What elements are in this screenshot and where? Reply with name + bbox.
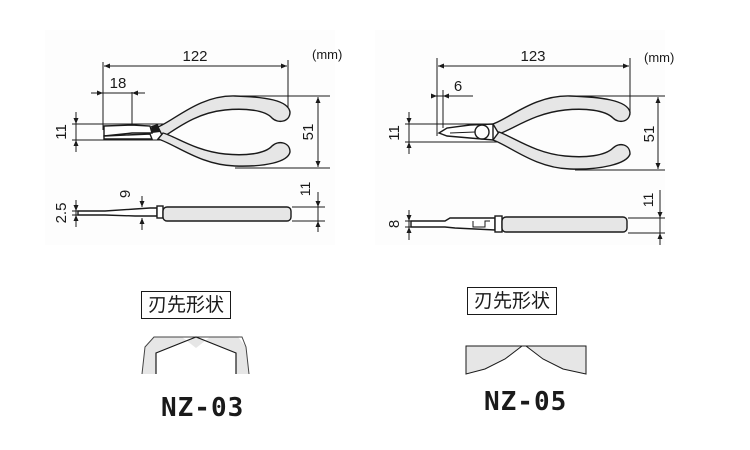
nz03-technical-drawing: 122 (mm) 18 11 51 2.5: [45, 30, 342, 245]
overall-length-value: 123: [520, 48, 545, 65]
tip-height-dimension: 11: [386, 112, 500, 154]
unit-label: (mm): [644, 50, 674, 65]
unit-label: (mm): [312, 47, 342, 62]
tip-length-value: 6: [454, 78, 462, 95]
nz03-pliers-side-view: 2.5 9 11: [53, 182, 325, 232]
tip-length-dimension: 18: [91, 75, 145, 124]
tip-height-value: 11: [53, 124, 70, 140]
nz05-tip-shape: [465, 345, 587, 375]
nz05-pliers-side-view: 8 11: [386, 190, 665, 245]
nz03-tip-shape: [141, 336, 250, 375]
overall-length-dimension: 122: [102, 48, 289, 130]
tip-thickness-value: 2.5: [53, 203, 70, 224]
handle-spread-dimension: 51: [575, 95, 665, 171]
handle-spread-value: 51: [300, 124, 317, 141]
nz03-model-name: NZ-03: [161, 393, 245, 423]
handle-thickness-value: 11: [640, 193, 656, 208]
tip-height-value: 11: [386, 125, 403, 141]
joint-thickness-value: 9: [117, 190, 134, 198]
nz05-technical-drawing: 123 (mm) 6 11 51 8: [375, 30, 674, 245]
tip-shape-label: 刃先形状: [467, 287, 558, 315]
tip-height-dimension: 11: [53, 112, 165, 152]
tip-shape-label: 刃先形状: [141, 291, 232, 319]
tip-length-value: 18: [110, 75, 127, 92]
handle-thickness-value: 11: [297, 182, 313, 197]
handle-spread-dimension: 51: [235, 95, 330, 169]
nz05-model-name: NZ-05: [484, 387, 568, 417]
tip-thickness-value: 8: [386, 220, 403, 228]
handle-spread-value: 51: [641, 126, 658, 143]
tip-length-dimension: 6: [431, 78, 473, 128]
nz03-pliers-top-view: [103, 95, 291, 167]
nz05-pliers-top-view: [437, 95, 631, 170]
overall-length-value: 122: [182, 48, 207, 65]
overall-length-dimension: 123: [436, 48, 631, 136]
